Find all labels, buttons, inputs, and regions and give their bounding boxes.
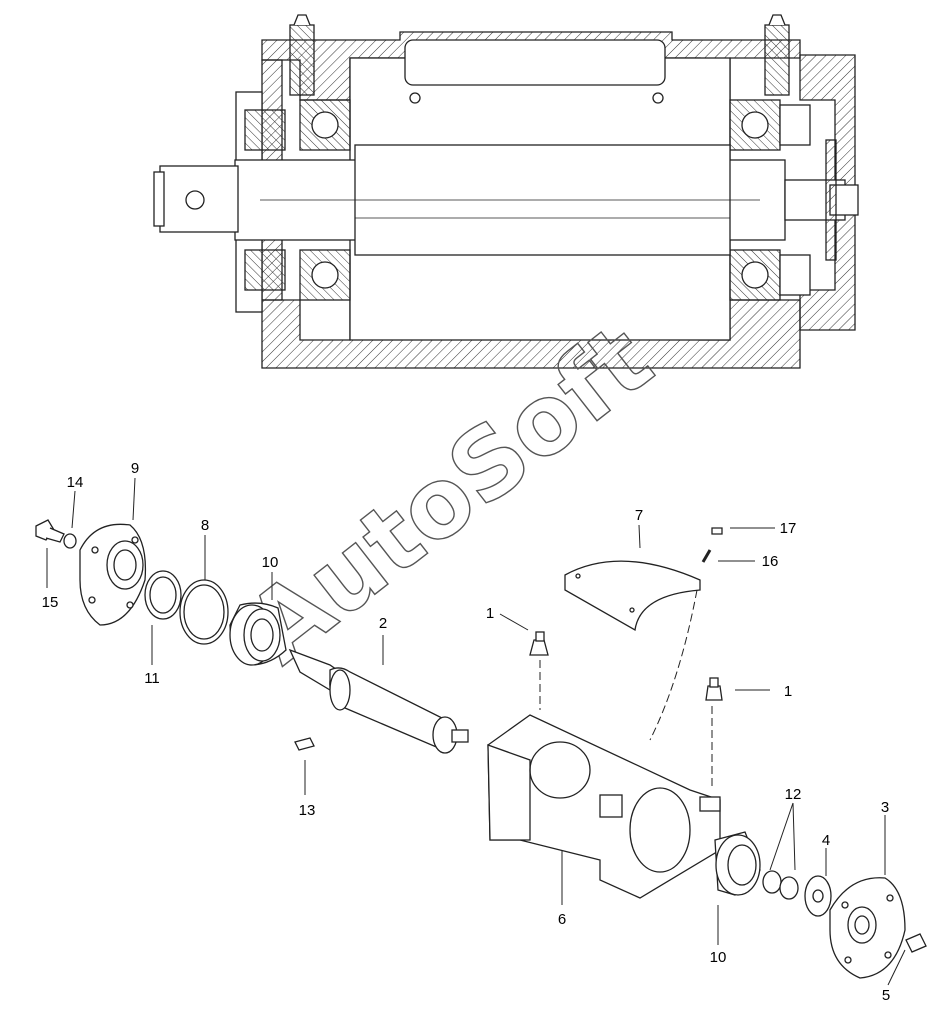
callout-6: 6 bbox=[558, 911, 566, 928]
callout-10-left: 10 bbox=[262, 554, 279, 571]
callout-15: 15 bbox=[42, 594, 59, 611]
snap-ring-part-8 bbox=[179, 579, 229, 645]
end-cover-part-3 bbox=[829, 877, 906, 979]
seal-ring-part-11 bbox=[144, 570, 182, 620]
callout-11: 11 bbox=[144, 670, 160, 687]
callout-8: 8 bbox=[201, 517, 209, 534]
callout-2: 2 bbox=[379, 615, 387, 632]
callout-14: 14 bbox=[67, 474, 84, 491]
grease-fitting-part-1-left bbox=[529, 631, 549, 656]
callout-4: 4 bbox=[822, 832, 830, 849]
grease-fitting-part-1-right bbox=[705, 677, 723, 701]
cover-plate-part-7 bbox=[564, 560, 701, 632]
pin-part-16 bbox=[701, 549, 712, 563]
screw-part-5 bbox=[905, 933, 927, 953]
bearing-part-10-left bbox=[229, 602, 287, 666]
callout-17: 17 bbox=[780, 520, 797, 537]
key-part-13 bbox=[294, 737, 315, 751]
callout-9: 9 bbox=[131, 460, 139, 477]
shim-rings-part-12 bbox=[762, 870, 799, 900]
washer-part-4 bbox=[804, 875, 832, 917]
callout-5: 5 bbox=[882, 987, 890, 1004]
callout-3: 3 bbox=[881, 799, 889, 816]
bolt-part-15 bbox=[35, 519, 65, 543]
housing-part-6 bbox=[487, 714, 721, 899]
callout-labels: 1 1 2 3 4 5 6 7 8 9 10 10 11 12 13 14 15… bbox=[42, 460, 891, 1004]
callout-12: 12 bbox=[785, 786, 802, 803]
flange-part-9 bbox=[79, 523, 147, 626]
callout-13: 13 bbox=[299, 802, 316, 819]
cross-section-view bbox=[153, 14, 859, 369]
shaft-part-2 bbox=[288, 648, 469, 754]
screw-part-17 bbox=[711, 527, 723, 535]
callout-10-right: 10 bbox=[710, 949, 727, 966]
leader-lines bbox=[46, 477, 906, 986]
callout-7: 7 bbox=[635, 507, 643, 524]
washer-part-14 bbox=[63, 533, 77, 549]
callout-1-right: 1 bbox=[784, 683, 792, 700]
bearing-part-10-right bbox=[714, 831, 761, 896]
callout-16: 16 bbox=[762, 553, 779, 570]
callout-1-left: 1 bbox=[486, 605, 494, 622]
